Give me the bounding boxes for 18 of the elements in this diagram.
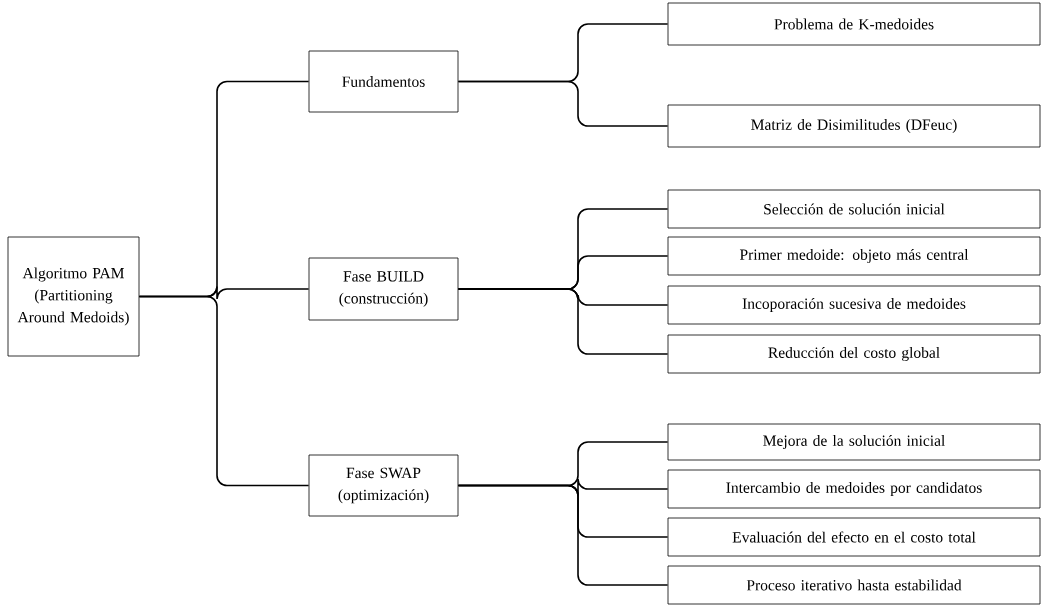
- root-box: Algoritmo PAM (Partitioning Around Medoids): [7, 236, 140, 357]
- connector: [138, 295, 310, 487]
- leaf-box: Primer medoide: objeto más central: [667, 236, 1041, 276]
- connector: [457, 288, 669, 355]
- leaf-box: Selección de solución inicial: [667, 189, 1041, 229]
- branch-box: Fundamentos: [308, 50, 459, 113]
- branch-box: Fase BUILD (construcción): [308, 257, 459, 321]
- leaf-box: Intercambio de medoides por candidatos: [667, 469, 1041, 509]
- leaf-box: Incoporación sucesiva de medoides: [667, 285, 1041, 325]
- leaf-box: Problema de K-medoides: [667, 2, 1041, 46]
- branch-box: Fase SWAP (optimización): [308, 454, 459, 517]
- leaf-box: Matriz de Disimilitudes (DFeuc): [667, 104, 1041, 148]
- leaf-box: Mejora de la solución inicial: [667, 423, 1041, 461]
- leaf-box: Proceso iterativo hasta estabilidad: [667, 565, 1041, 605]
- connector: [457, 80, 669, 127]
- leaf-box: Reducción del costo global: [667, 334, 1041, 374]
- connector: [457, 484, 669, 586]
- leaf-box: Evaluación del efecto en el costo total: [667, 517, 1041, 557]
